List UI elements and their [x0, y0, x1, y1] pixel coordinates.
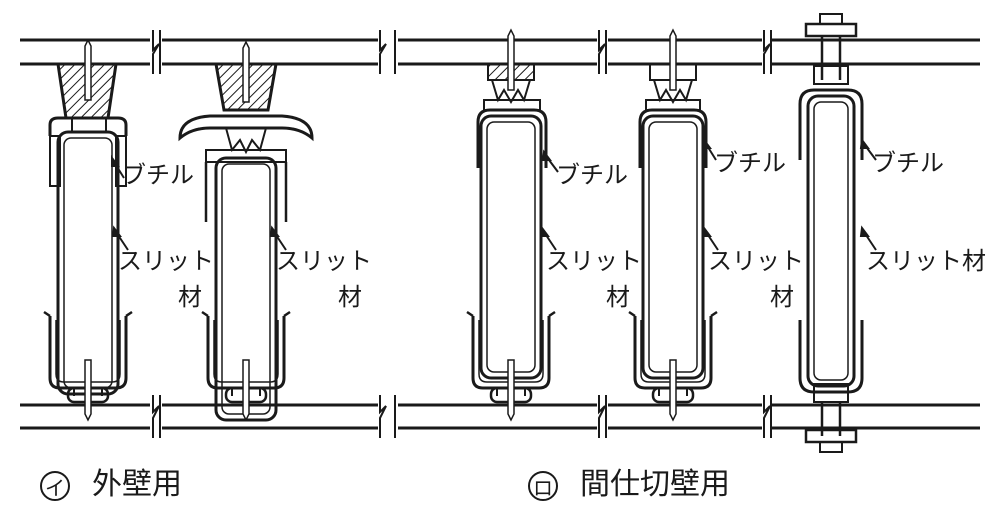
break-marks: [152, 30, 772, 438]
detail-exterior-1: [42, 39, 134, 421]
label-slit-full-5: スリット材: [866, 247, 986, 275]
leader-arrows: [111, 137, 877, 251]
slab-top: [20, 38, 980, 66]
detail-partition-2: [627, 29, 719, 421]
caption-partition: ロ間仕切壁用: [528, 468, 730, 502]
label-slit-top-4: スリット: [708, 247, 804, 275]
label-slit-bottom-2: 材: [338, 283, 362, 311]
caption-exterior-text: 外壁用: [92, 467, 182, 502]
label-slit-top-1: スリット: [118, 247, 214, 275]
label-butyl-4: ブチル: [714, 149, 786, 177]
label-butyl-5: ブチル: [872, 149, 944, 177]
caption-mark-ro: ロ: [528, 471, 558, 501]
detail-exterior-2: [178, 41, 314, 422]
label-slit-bottom-1: 材: [178, 283, 202, 311]
label-slit-top-2: スリット: [276, 247, 372, 275]
caption-partition-text: 間仕切壁用: [580, 467, 730, 502]
slab-bottom: [20, 403, 980, 430]
label-slit-top-3: スリット: [546, 247, 642, 275]
label-slit-bottom-4: 材: [770, 283, 794, 311]
label-slit-bottom-3: 材: [606, 283, 630, 311]
label-butyl-1: ブチル: [122, 161, 194, 189]
detail-partition-1: [465, 29, 557, 421]
caption-mark-i: イ: [40, 471, 70, 501]
label-butyl-3: ブチル: [556, 161, 628, 189]
caption-exterior: イ外壁用: [40, 468, 182, 502]
detail-partition-bolted: [798, 13, 864, 453]
